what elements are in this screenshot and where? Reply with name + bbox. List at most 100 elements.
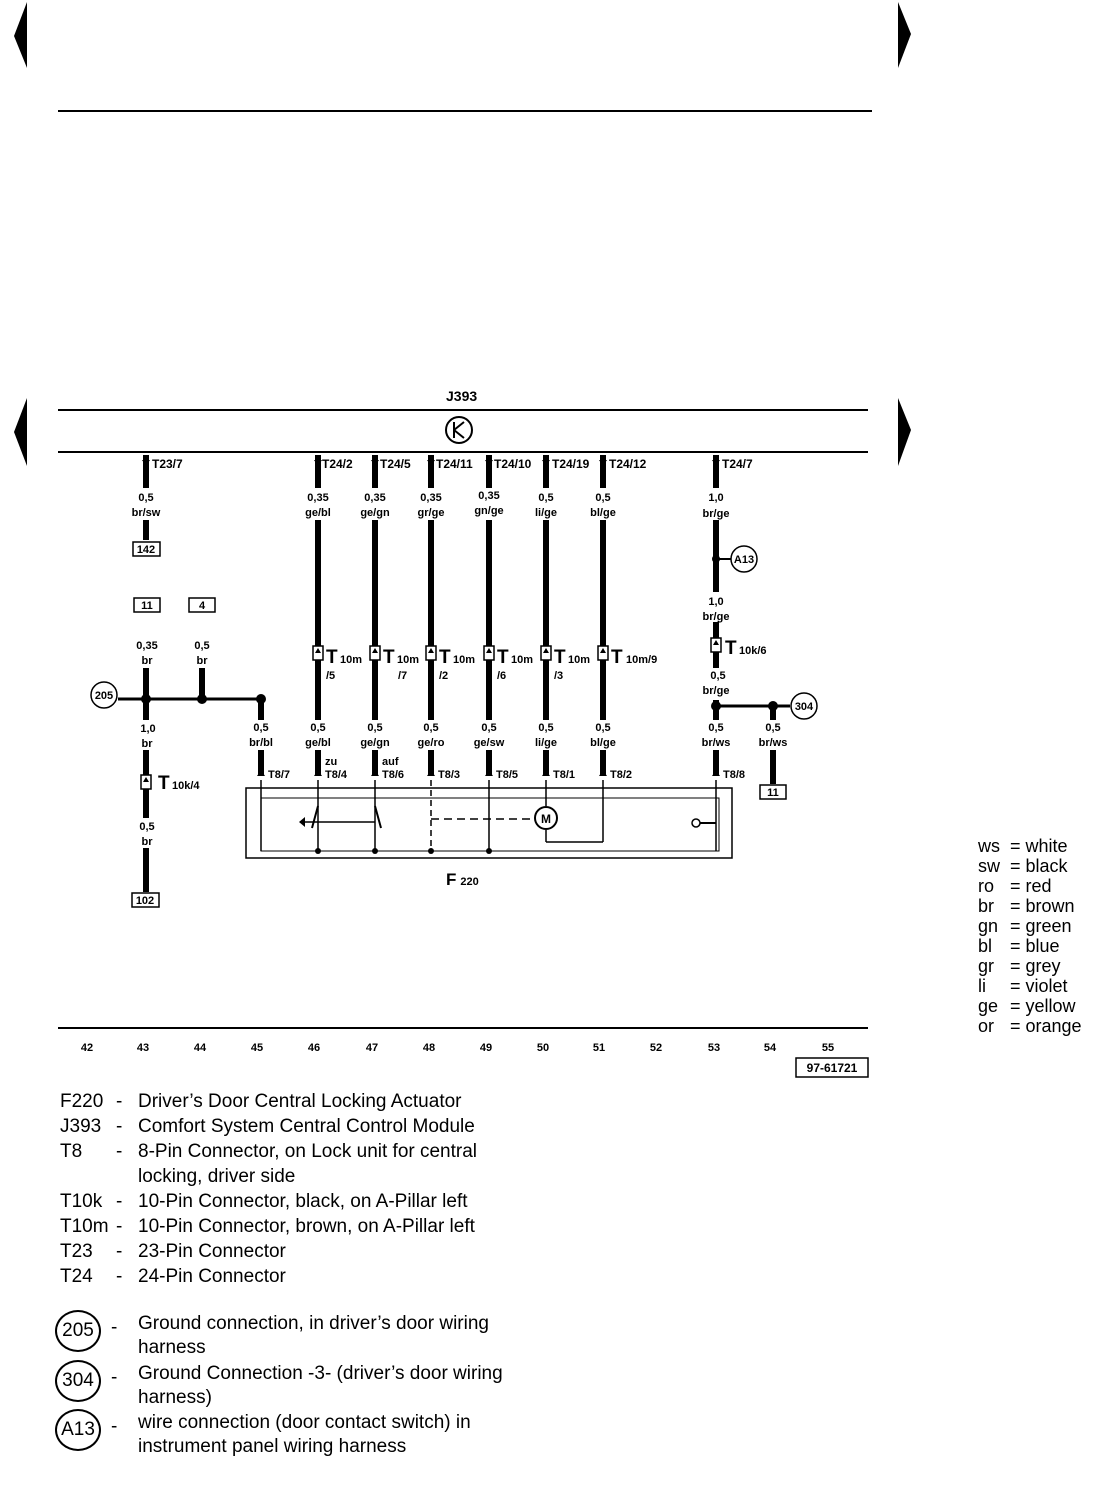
track-number: 54: [764, 1042, 777, 1054]
ground-205: 205: [95, 690, 113, 702]
wire-size: 0,5: [595, 722, 610, 734]
svg-text:/6: /6: [497, 670, 506, 682]
wire-color: br: [142, 655, 154, 667]
svg-text:10m: 10m: [568, 654, 590, 666]
pin-label: T8/8: [723, 769, 745, 781]
connection-a13-symbol: A13: [55, 1409, 101, 1451]
track-number: 51: [593, 1042, 605, 1054]
wire-color: br/ge: [703, 508, 730, 520]
connector-t10m-9: T 10m/9: [597, 645, 657, 668]
ground-points: 205 304 A13: [90, 545, 818, 720]
track-number: 44: [194, 1042, 207, 1054]
svg-text:10m/9: 10m/9: [626, 654, 657, 666]
wire-color: gn/ge: [474, 505, 503, 517]
next-page-arrow[interactable]: [898, 398, 911, 466]
wire-size: 0,5: [481, 722, 496, 734]
wire-size: 0,5: [139, 821, 154, 833]
wire-color: br: [197, 655, 209, 667]
key-row: T23-23-Pin Connector: [60, 1241, 286, 1262]
doc-number: 97-61721: [807, 1061, 858, 1075]
key-row: J393-Comfort System Central Control Modu…: [60, 1116, 475, 1137]
track-number: 47: [366, 1042, 378, 1054]
pin-label: T24/2: [322, 457, 353, 471]
current-tracks: 42 43 44 45 46 47 48 49 50 51 52 53 54 5…: [81, 1042, 834, 1054]
wire-size: 0,35: [136, 640, 157, 652]
pin-label: T24/5: [380, 457, 411, 471]
t10k-connectors: T 10k/6 T 10k/4: [140, 637, 767, 794]
wire-size: 0,35: [478, 490, 499, 502]
svg-text:T: T: [439, 647, 451, 668]
pin-label: T24/7: [722, 457, 753, 471]
connector-t10k-4: T 10k/4: [140, 773, 200, 794]
prev-page-arrow[interactable]: [14, 398, 27, 466]
wire-color: bl/ge: [590, 507, 616, 519]
pin-label: T8/6: [382, 769, 404, 781]
svg-text:/3: /3: [554, 670, 563, 682]
pin-label: T23/7: [152, 457, 183, 471]
track-number: 45: [251, 1042, 263, 1054]
ref-11: 11: [141, 600, 153, 612]
svg-text:10m: 10m: [511, 654, 533, 666]
svg-text:10m: 10m: [453, 654, 475, 666]
wire-size: 1,0: [140, 723, 155, 735]
connector-t10k-6: T 10k/6: [710, 637, 767, 659]
wire-color: br/bl: [249, 737, 273, 749]
actuator-dots: [299, 817, 492, 854]
wire-color: br/ge: [703, 611, 730, 623]
legend-row: sw= black: [978, 856, 1068, 876]
ground-304-symbol: 304: [55, 1360, 101, 1402]
svg-text:/7: /7: [398, 670, 407, 682]
wire-color: ge/bl: [305, 507, 331, 519]
svg-text:10m: 10m: [397, 654, 419, 666]
wire-size: 0,5: [138, 492, 153, 504]
connector-t10m-5: T 10m /5: [312, 645, 362, 682]
wire-size: 0,5: [310, 722, 325, 734]
wire-color: br/ws: [702, 737, 731, 749]
track-number: 52: [650, 1042, 662, 1054]
prev-page-arrow[interactable]: [14, 2, 27, 68]
next-page-arrow[interactable]: [898, 2, 911, 68]
wire-size: 0,5: [710, 670, 725, 682]
wire-size: 0,5: [194, 640, 209, 652]
color-legend: ws= white sw= black ro= red br= brown gn…: [978, 836, 1082, 1036]
track-number: 55: [822, 1042, 834, 1054]
pin-label: T24/12: [609, 457, 647, 471]
svg-text:T: T: [383, 647, 395, 668]
ref-4: 4: [199, 600, 206, 612]
t8-arrows: [257, 770, 720, 776]
key-row: T24-24-Pin Connector: [60, 1266, 286, 1287]
wire-color: ge/sw: [474, 737, 505, 749]
track-number: 43: [137, 1042, 149, 1054]
legend-row: ro= red: [978, 876, 1052, 896]
pin-label: T24/19: [552, 457, 590, 471]
wire-color: gr/ge: [418, 507, 445, 519]
track-number: 50: [537, 1042, 549, 1054]
track-number: 53: [708, 1042, 720, 1054]
legend-row: gn= green: [978, 916, 1072, 936]
switch-label-auf: auf: [382, 756, 399, 768]
connector-t10m-6: T 10m /6: [483, 645, 533, 682]
connector-t10m-7: T 10m /7: [369, 645, 419, 682]
wire-color: br: [142, 836, 154, 848]
switch-label-zu: zu: [325, 756, 337, 768]
pin-label: T8/1: [553, 769, 575, 781]
svg-text:T: T: [611, 647, 623, 668]
wire-size: 0,5: [538, 722, 553, 734]
wire-size: 1,0: [708, 596, 723, 608]
wire-color: ge/bl: [305, 737, 331, 749]
pin-label: T24/10: [494, 457, 532, 471]
track-number: 46: [308, 1042, 320, 1054]
svg-text:10m: 10m: [340, 654, 362, 666]
wire-size: 0,5: [708, 722, 723, 734]
pin-label: T8/2: [610, 769, 632, 781]
ground-304: 304: [795, 701, 814, 713]
legend-row: gr= grey: [978, 956, 1061, 976]
pin-label: T24/11: [436, 457, 473, 471]
ref-142: 142: [137, 544, 155, 556]
connector-t10m-2: T 10m /2: [425, 645, 475, 682]
wire-size: 0,5: [595, 492, 610, 504]
connector-t10m-3: T 10m /3: [540, 645, 590, 682]
wire-size: 0,5: [538, 492, 553, 504]
pin-arrows: [142, 460, 720, 466]
